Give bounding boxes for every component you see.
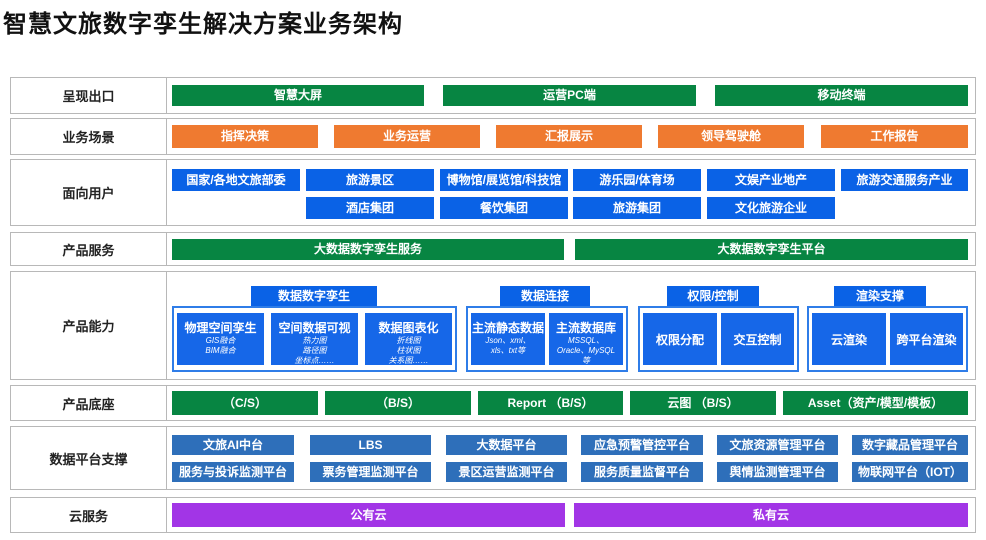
card-sub: 关系图…… xyxy=(388,356,429,365)
platform-bigdata[interactable]: 大数据平台 xyxy=(446,435,567,455)
capability-group-twin-title: 数据数字孪生 xyxy=(251,286,377,306)
output-pc[interactable]: 运营PC端 xyxy=(443,85,696,106)
user-ministry[interactable]: 国家/各地文旅部委 xyxy=(172,169,300,191)
user-transport[interactable]: 旅游交通服务产业 xyxy=(841,169,968,191)
platform-complaint[interactable]: 服务与投诉监测平台 xyxy=(172,462,294,482)
platform-emergency[interactable]: 应急预警管控平台 xyxy=(581,435,703,455)
scenario-command[interactable]: 指挥决策 xyxy=(172,125,318,148)
capability-group-render-title: 渲染支撑 xyxy=(834,286,926,306)
row-users: 面向用户 国家/各地文旅部委 旅游景区 博物馆/展览馆/科技馆 游乐园/体育场 … xyxy=(10,159,976,226)
output-big-screen[interactable]: 智慧大屏 xyxy=(172,85,424,106)
card-physical-twin[interactable]: 物理空间孪生 GIS融合 BIM融合 xyxy=(177,313,264,365)
card-sub: MSSQL、 xyxy=(567,336,604,345)
output-mobile[interactable]: 移动终端 xyxy=(715,85,968,106)
card-sub: 折线图 xyxy=(396,336,421,345)
card-interaction[interactable]: 交互控制 xyxy=(721,313,794,365)
service-big-data-twin-platform[interactable]: 大数据数字孪生平台 xyxy=(575,239,968,260)
scenario-report-show[interactable]: 汇报展示 xyxy=(496,125,642,148)
platform-ai[interactable]: 文旅AI中台 xyxy=(172,435,294,455)
user-real-estate[interactable]: 文娱产业地产 xyxy=(707,169,835,191)
card-spatial-visual[interactable]: 空间数据可视 热力图 路径图 坐标点…… xyxy=(271,313,358,365)
user-catering-group[interactable]: 餐饮集团 xyxy=(440,197,568,219)
card-sub: xls、txt等 xyxy=(490,346,526,355)
row-scenario: 业务场景 指挥决策 业务运营 汇报展示 领导驾驶舱 工作报告 xyxy=(10,118,976,155)
base-asset[interactable]: Asset（资产/模型/模板） xyxy=(783,391,968,415)
card-sub: 等 xyxy=(582,356,590,365)
platform-resource[interactable]: 文旅资源管理平台 xyxy=(717,435,838,455)
card-sub: 路径图 xyxy=(302,346,327,355)
row-base: 产品底座 （C/S） （B/S） Report （B/S） 云图 （B/S） A… xyxy=(10,385,976,421)
user-culture-tourism[interactable]: 文化旅游企业 xyxy=(707,197,835,219)
base-report[interactable]: Report （B/S） xyxy=(478,391,623,415)
platform-service-quality[interactable]: 服务质量监督平台 xyxy=(581,462,703,482)
card-title: 主流数据库 xyxy=(555,321,616,335)
row-label-platform: 数据平台支撑 xyxy=(11,427,167,489)
cloud-private[interactable]: 私有云 xyxy=(574,503,968,527)
scenario-cockpit[interactable]: 领导驾驶舱 xyxy=(658,125,804,148)
capability-group-connect-title: 数据连接 xyxy=(500,286,590,306)
card-title: 物理空间孪生 xyxy=(184,321,257,335)
capability-group-connect: 主流静态数据 Json、xml、 xls、txt等 主流数据库 MSSQL、 O… xyxy=(466,306,628,372)
card-title: 主流静态数据 xyxy=(471,321,544,335)
base-cs[interactable]: （C/S） xyxy=(172,391,318,415)
row-platform: 数据平台支撑 文旅AI中台 LBS 大数据平台 应急预警管控平台 文旅资源管理平… xyxy=(10,426,976,490)
card-sub: Oracle、MySQL xyxy=(556,346,616,355)
platform-lbs[interactable]: LBS xyxy=(310,435,431,455)
row-output: 呈现出口 智慧大屏 运营PC端 移动终端 xyxy=(10,77,976,114)
base-cloud-chart[interactable]: 云图 （B/S） xyxy=(630,391,776,415)
row-label-base: 产品底座 xyxy=(11,386,167,420)
cloud-public[interactable]: 公有云 xyxy=(172,503,565,527)
platform-iot[interactable]: 物联网平台（IOT） xyxy=(852,462,968,482)
card-sub: BIM融合 xyxy=(205,346,236,355)
capability-group-twin: 物理空间孪生 GIS融合 BIM融合 空间数据可视 热力图 路径图 坐标点…… … xyxy=(172,306,457,372)
user-amusement-park[interactable]: 游乐园/体育场 xyxy=(573,169,701,191)
card-sub: GIS融合 xyxy=(205,336,236,345)
platform-ticketing[interactable]: 票务管理监测平台 xyxy=(310,462,431,482)
capability-group-render: 云渲染 跨平台渲染 xyxy=(807,306,968,372)
platform-collectible[interactable]: 数字藏品管理平台 xyxy=(852,435,968,455)
user-hotel-group[interactable]: 酒店集团 xyxy=(306,197,434,219)
service-big-data-twin-service[interactable]: 大数据数字孪生服务 xyxy=(172,239,564,260)
row-cloud: 云服务 公有云 私有云 xyxy=(10,497,976,533)
row-label-cloud: 云服务 xyxy=(11,498,167,532)
card-title: 数据图表化 xyxy=(378,321,439,335)
scenario-operation[interactable]: 业务运营 xyxy=(334,125,480,148)
card-sub: Json、xml、 xyxy=(485,336,531,345)
card-sub: 坐标点…… xyxy=(294,356,335,365)
capability-group-control-title: 权限/控制 xyxy=(667,286,759,306)
user-museum[interactable]: 博物馆/展览馆/科技馆 xyxy=(440,169,568,191)
row-label-service: 产品服务 xyxy=(11,233,167,265)
row-label-scenario: 业务场景 xyxy=(11,119,167,154)
capability-group-control: 权限分配 交互控制 xyxy=(638,306,799,372)
card-static-data[interactable]: 主流静态数据 Json、xml、 xls、txt等 xyxy=(471,313,545,365)
card-data-charting[interactable]: 数据图表化 折线图 柱状图 关系图…… xyxy=(365,313,452,365)
scenario-work-report[interactable]: 工作报告 xyxy=(821,125,968,148)
user-travel-group[interactable]: 旅游集团 xyxy=(573,197,701,219)
card-database[interactable]: 主流数据库 MSSQL、 Oracle、MySQL 等 xyxy=(549,313,623,365)
row-label-output: 呈现出口 xyxy=(11,78,167,113)
card-title: 空间数据可视 xyxy=(278,321,351,335)
row-label-users: 面向用户 xyxy=(11,160,167,225)
card-sub: 热力图 xyxy=(302,336,327,345)
card-cloud-render[interactable]: 云渲染 xyxy=(812,313,886,365)
row-capability: 产品能力 数据数字孪生 物理空间孪生 GIS融合 BIM融合 空间数据可视 热力… xyxy=(10,271,976,380)
card-cross-render[interactable]: 跨平台渲染 xyxy=(890,313,963,365)
row-label-capability: 产品能力 xyxy=(11,272,167,379)
page-title: 智慧文旅数字孪生解决方案业务架构 xyxy=(3,11,403,38)
card-sub: 柱状图 xyxy=(396,346,421,355)
row-service: 产品服务 大数据数字孪生服务 大数据数字孪生平台 xyxy=(10,232,976,266)
platform-scenic-ops[interactable]: 景区运营监测平台 xyxy=(446,462,567,482)
user-scenic-area[interactable]: 旅游景区 xyxy=(306,169,434,191)
base-bs[interactable]: （B/S） xyxy=(325,391,471,415)
card-permission[interactable]: 权限分配 xyxy=(643,313,717,365)
platform-opinion[interactable]: 舆情监测管理平台 xyxy=(717,462,838,482)
